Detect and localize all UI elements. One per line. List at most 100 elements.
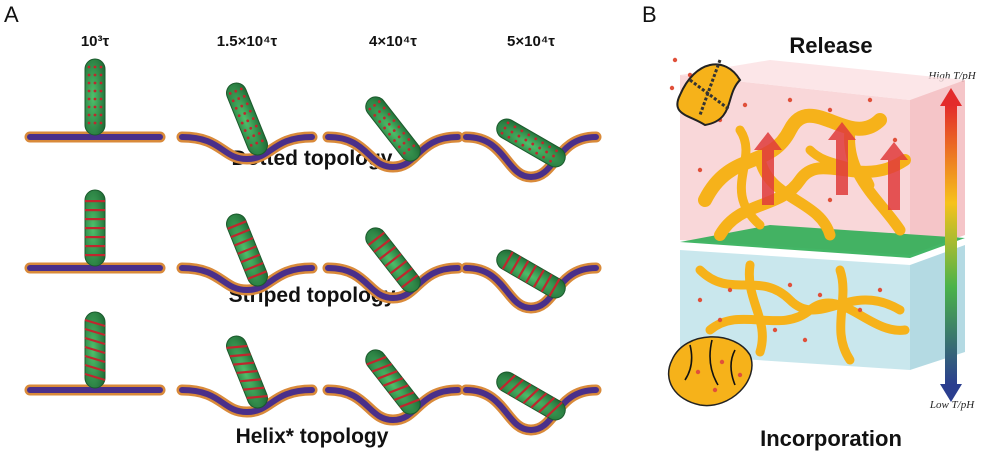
rod-dot bbox=[231, 99, 235, 103]
rod-dot bbox=[514, 139, 518, 143]
rod-dot bbox=[251, 117, 255, 121]
rod-helix-band bbox=[499, 374, 516, 391]
nanorod bbox=[496, 249, 566, 299]
nanorod bbox=[365, 227, 421, 293]
rod-helix-band bbox=[233, 361, 255, 366]
rod-dot bbox=[397, 145, 401, 149]
rod-helix-band bbox=[382, 377, 404, 387]
rod-dot bbox=[246, 136, 250, 140]
membrane-core bbox=[463, 265, 599, 312]
rod-stripe bbox=[240, 253, 261, 264]
rod-dot bbox=[260, 139, 264, 143]
released-cluster bbox=[676, 59, 742, 127]
release-label: Release bbox=[789, 33, 873, 58]
rod-dot bbox=[378, 110, 381, 114]
snapshot-r1-c4 bbox=[460, 118, 602, 183]
rod-dot bbox=[506, 121, 510, 125]
membrane-core bbox=[179, 265, 315, 294]
rod-helix-band bbox=[84, 318, 106, 328]
rod-dot bbox=[87, 121, 91, 125]
rod-stripe bbox=[85, 227, 105, 230]
rod-dot bbox=[93, 121, 97, 125]
rod-stripe bbox=[85, 200, 105, 203]
rod-dot bbox=[249, 126, 253, 130]
rod-dot bbox=[528, 147, 532, 151]
rod-dot bbox=[87, 105, 91, 109]
rod-dot bbox=[388, 132, 391, 136]
rod-dot bbox=[548, 145, 551, 149]
rod-helix-band bbox=[546, 401, 563, 418]
rod-helix-band bbox=[84, 372, 106, 382]
rod-dot bbox=[535, 151, 539, 155]
rod-dot bbox=[412, 144, 416, 148]
snapshot-r2-c2 bbox=[176, 213, 318, 296]
rod-dot bbox=[552, 154, 555, 158]
temperature-gradient-bar bbox=[940, 88, 962, 402]
striped-topology-title: Striped topology bbox=[228, 284, 396, 307]
release-arrows bbox=[754, 122, 908, 210]
rod-helix-band bbox=[522, 388, 540, 404]
membrane-core bbox=[325, 265, 461, 302]
nanorod bbox=[496, 118, 566, 168]
rod-dot bbox=[93, 105, 97, 109]
rod-dot bbox=[237, 114, 241, 118]
rod-dot bbox=[538, 146, 542, 150]
rod-stripe bbox=[384, 253, 402, 268]
snapshot-r3-c4 bbox=[460, 371, 602, 436]
panel-b-letter: B bbox=[642, 2, 657, 27]
rod-stripe bbox=[401, 274, 419, 289]
nanorod bbox=[365, 349, 421, 415]
membrane-core bbox=[463, 387, 599, 434]
rod-dot bbox=[239, 87, 243, 91]
low-tph-label: Low T/pH bbox=[929, 399, 975, 411]
nanorod bbox=[84, 311, 106, 389]
nanorod bbox=[365, 96, 421, 162]
rod-helix-band bbox=[377, 370, 398, 380]
rod-helix-band bbox=[243, 386, 265, 391]
rod-dot bbox=[397, 135, 401, 139]
rod-dot bbox=[99, 97, 103, 101]
rod-dot bbox=[383, 126, 386, 130]
rod-dot bbox=[99, 121, 103, 125]
rod-dot bbox=[407, 148, 411, 151]
rod-dot bbox=[87, 97, 91, 101]
rod-dot bbox=[257, 132, 261, 135]
rod-dot bbox=[402, 131, 406, 135]
rod-dot bbox=[254, 124, 258, 128]
rod-dot bbox=[373, 113, 377, 117]
rod-stripe bbox=[233, 236, 254, 247]
rod-dot bbox=[228, 92, 232, 95]
nanorod bbox=[496, 371, 566, 421]
rod-stripe bbox=[237, 245, 257, 255]
snapshot-r3-c3 bbox=[322, 349, 464, 426]
rod-dot bbox=[545, 150, 548, 154]
rod-stripe bbox=[373, 238, 391, 253]
rod-dot bbox=[373, 103, 376, 107]
release-box-top bbox=[680, 60, 965, 100]
rod-dot bbox=[249, 143, 253, 147]
rod-helix-band bbox=[236, 369, 258, 375]
rod-dot bbox=[503, 126, 507, 130]
rod-dot bbox=[513, 125, 517, 129]
rod-dot bbox=[382, 106, 386, 110]
rod-helix-band bbox=[226, 344, 248, 350]
incorporated-cluster bbox=[667, 336, 753, 407]
rod-dot bbox=[527, 133, 531, 137]
rod-stripe bbox=[230, 228, 250, 239]
rod-helix-band bbox=[507, 379, 524, 395]
rod-helix-band bbox=[84, 354, 106, 364]
scaffold-network-lower bbox=[695, 260, 910, 365]
rod-dot bbox=[87, 89, 91, 93]
rod-helix-band bbox=[239, 378, 261, 383]
rod-dot bbox=[93, 113, 97, 117]
rod-dot bbox=[99, 89, 103, 93]
nanorod bbox=[226, 82, 268, 156]
rod-stripe bbox=[525, 264, 538, 284]
rod-helix-band bbox=[84, 327, 106, 337]
rod-stripe bbox=[532, 269, 545, 288]
rod-dot bbox=[500, 131, 504, 135]
rod-helix-band bbox=[366, 355, 387, 366]
rod-dot bbox=[402, 151, 406, 155]
rod-stripe bbox=[244, 262, 264, 272]
rod-stripe bbox=[540, 273, 553, 293]
